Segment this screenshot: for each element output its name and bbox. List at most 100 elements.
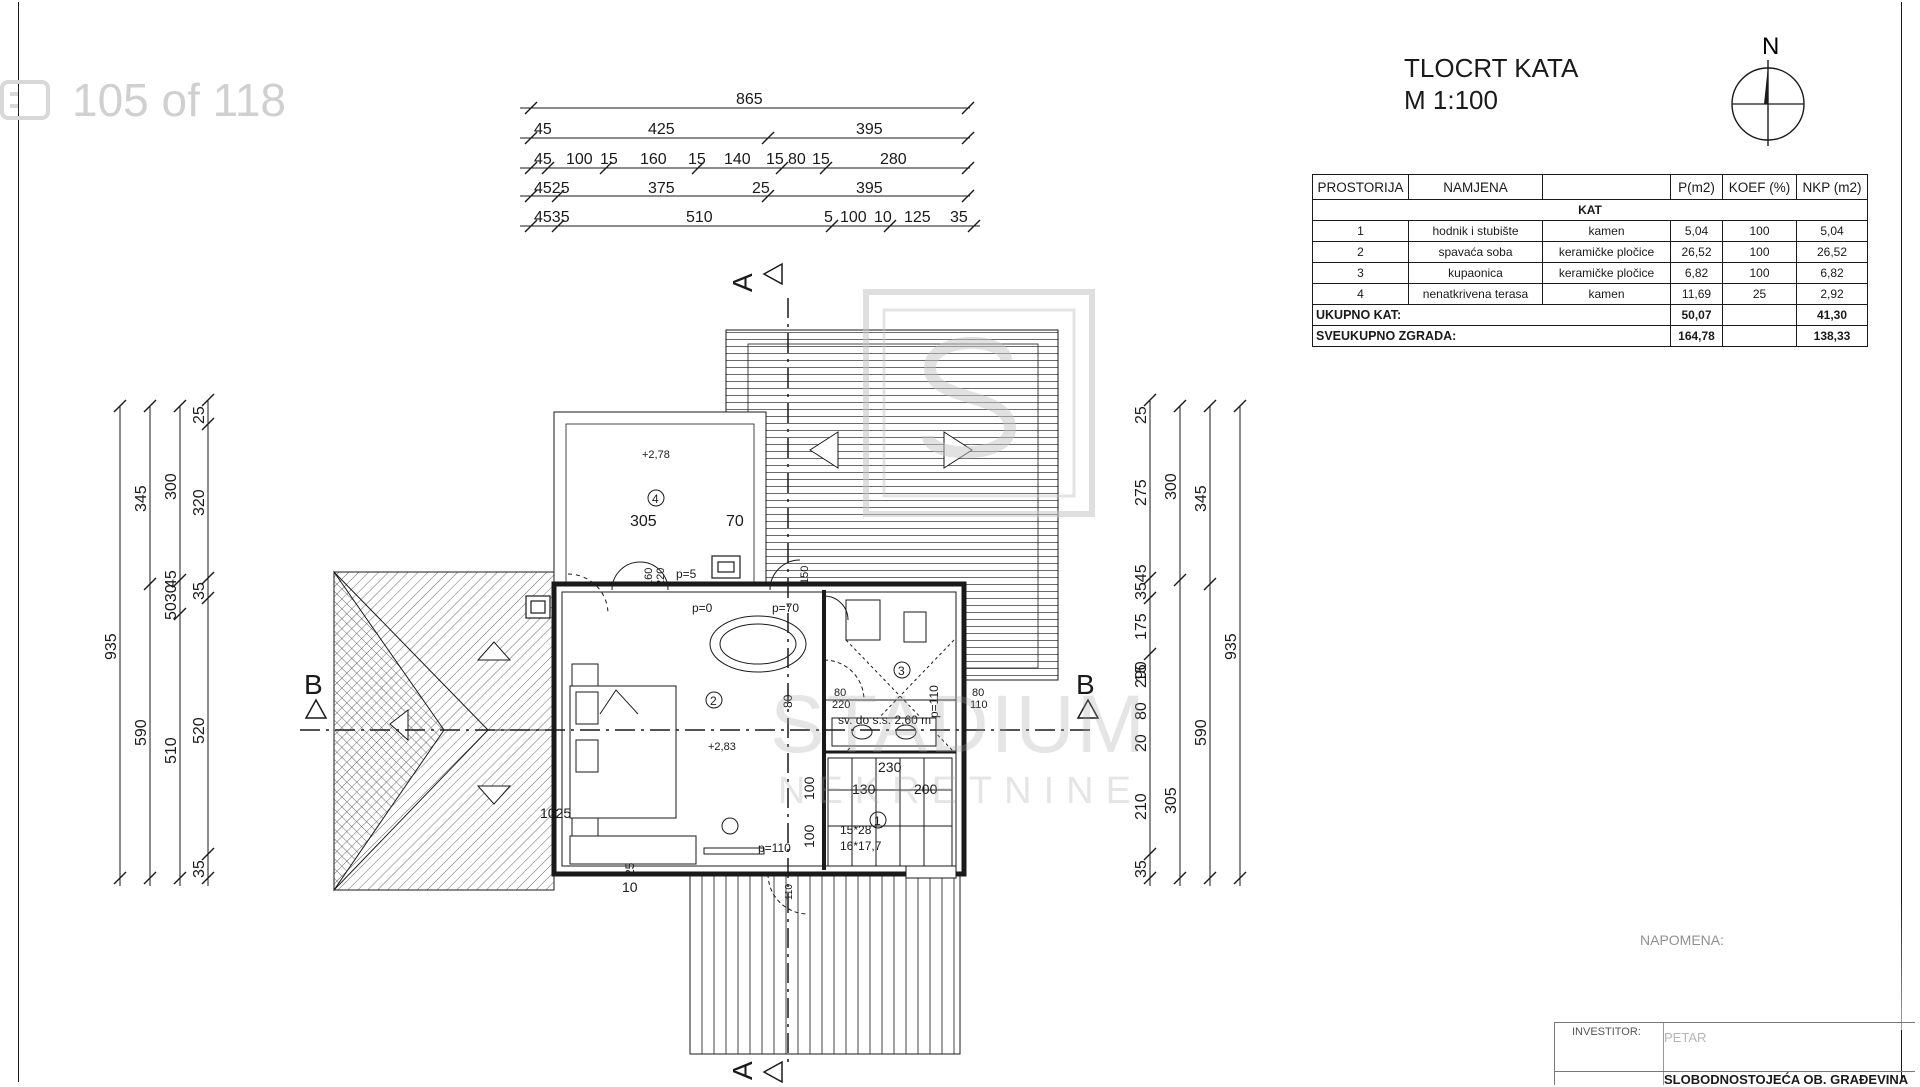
dim: 80 (1133, 702, 1150, 720)
terrace-top (553, 411, 767, 585)
cell: 100 (1722, 220, 1797, 242)
watermark-subtext: NEKRETNINE (778, 770, 1143, 812)
dim: 80 (781, 694, 795, 708)
dim: 160 (640, 151, 667, 168)
dim: 345 (133, 485, 150, 512)
dim: 320 (191, 489, 208, 516)
dim: 100 (566, 151, 593, 168)
cell: 100 (1722, 241, 1797, 263)
sill-mark: p=110 (927, 685, 941, 718)
dimension-texts-top: 865 45 425 395 45 100 15 160 15 140 15 8… (534, 91, 968, 226)
staircase (827, 757, 953, 867)
dim: 160 (643, 568, 655, 586)
dim: 395 (856, 121, 883, 138)
room-number: 2 (710, 694, 717, 708)
title-block-divider (1663, 1023, 1664, 1085)
cell: 5,04 (1796, 220, 1868, 242)
door-swings (567, 559, 865, 915)
dim: 510 (686, 209, 713, 226)
dim: 15 (1133, 664, 1150, 682)
room-number: 4 (652, 492, 659, 506)
table-row: 2 spavaća soba keramičke pločice 26,52 1… (1312, 241, 1868, 263)
dim: 100 (801, 824, 817, 848)
dim: 305 (1163, 787, 1180, 814)
plan-scale: M 1:100 (1404, 85, 1498, 115)
dim: 35 (191, 582, 208, 600)
plan-annotations: 4 2 3 1 +2,78 +2,83 305 70 p=0 p=5 p=70 … (540, 449, 988, 900)
dim: 25 (752, 180, 770, 197)
dim: 305 (630, 513, 657, 530)
table-header-row: PROSTORIJA NAMJENA P(m2) KOEF (%) NKP (m… (1312, 174, 1868, 200)
stair-note: 15*28 (840, 823, 872, 837)
vanity (831, 717, 937, 747)
col-p: P(m2) (1670, 174, 1723, 200)
dim: 45 (534, 121, 552, 138)
cell: 11,69 (1670, 283, 1723, 305)
dim: 100 (801, 776, 817, 800)
dim: 280 (880, 151, 907, 168)
col-nkp: NKP (m2) (1796, 174, 1868, 200)
dim: 5 (824, 209, 833, 226)
dim: 520 (191, 717, 208, 744)
dim: 110 (970, 699, 988, 711)
dim: 15 (688, 151, 706, 168)
bedroom-furniture (569, 615, 807, 865)
image-counter: 105 of 118 (0, 72, 286, 128)
bathroom-fixtures (831, 599, 955, 753)
title-block (1554, 1022, 1915, 1085)
dim: 35 (1133, 860, 1150, 878)
dim: 510 (163, 737, 180, 764)
north-arrow-icon: N (1731, 34, 1805, 146)
section-arrow-icon (762, 1060, 783, 1084)
table-total-row: SVEUKUPNO ZGRADA: 164,78 138,33 (1312, 325, 1868, 347)
dimension-lines-top (520, 101, 981, 233)
dim: 130 (852, 781, 876, 797)
nightstand (571, 663, 599, 687)
dim: 125 (904, 209, 931, 226)
height-note: sv. do s.s. 2,60 m (838, 713, 931, 727)
dim: 70 (726, 513, 744, 530)
dim: 220 (832, 699, 850, 711)
napomena-label: NAPOMENA: (1640, 932, 1725, 948)
title-block-fade (1560, 900, 1920, 1030)
dim: 275 (1133, 479, 1150, 506)
dim: 290 (1133, 661, 1150, 688)
section-mark-b-right: B (1076, 669, 1095, 700)
total-label: SVEUKUPNO ZGRADA: (1312, 325, 1671, 347)
cell: kamen (1542, 220, 1671, 242)
dim: 4535 (534, 209, 570, 226)
shower (845, 599, 881, 641)
room-area-table: PROSTORIJA NAMJENA P(m2) KOEF (%) NKP (m… (1312, 174, 1868, 347)
investor-label: INVESTITOR: (1572, 1026, 1641, 1038)
dim: 10 (622, 879, 638, 895)
dim: 15 (600, 151, 618, 168)
building-type: SLOBODNOSTOJEĆA OB. GRAĐEVINA (1664, 1072, 1909, 1087)
dim: 35 (191, 860, 208, 878)
section-arrow-icon (1076, 698, 1100, 719)
dim: 20 (1133, 734, 1150, 752)
dim: 300 (1163, 473, 1180, 500)
dimension-lines-right (1143, 393, 1247, 886)
room-number: 3 (898, 664, 905, 678)
slope-arrow-icon (389, 708, 409, 742)
dim: 4525 (534, 180, 570, 197)
dim: 110 (784, 884, 795, 900)
dim: 150 (799, 566, 811, 584)
dim: 935 (103, 633, 120, 660)
toilet (903, 611, 927, 643)
north-label: N (1762, 34, 1779, 60)
dim: 175 (1133, 613, 1150, 640)
dim: 25 (1133, 406, 1150, 424)
dim: 230 (878, 759, 902, 775)
dim: 200 (914, 781, 938, 797)
dim: 15 (766, 151, 784, 168)
dim: 345 (1193, 485, 1210, 512)
section-lines (300, 298, 1090, 1062)
dim: 395 (856, 180, 883, 197)
roof-left (333, 570, 555, 892)
sill-mark: p=70 (772, 601, 799, 615)
dim: 35 (950, 209, 968, 226)
pillow (575, 739, 599, 773)
slope-arrow-icon (476, 785, 512, 805)
